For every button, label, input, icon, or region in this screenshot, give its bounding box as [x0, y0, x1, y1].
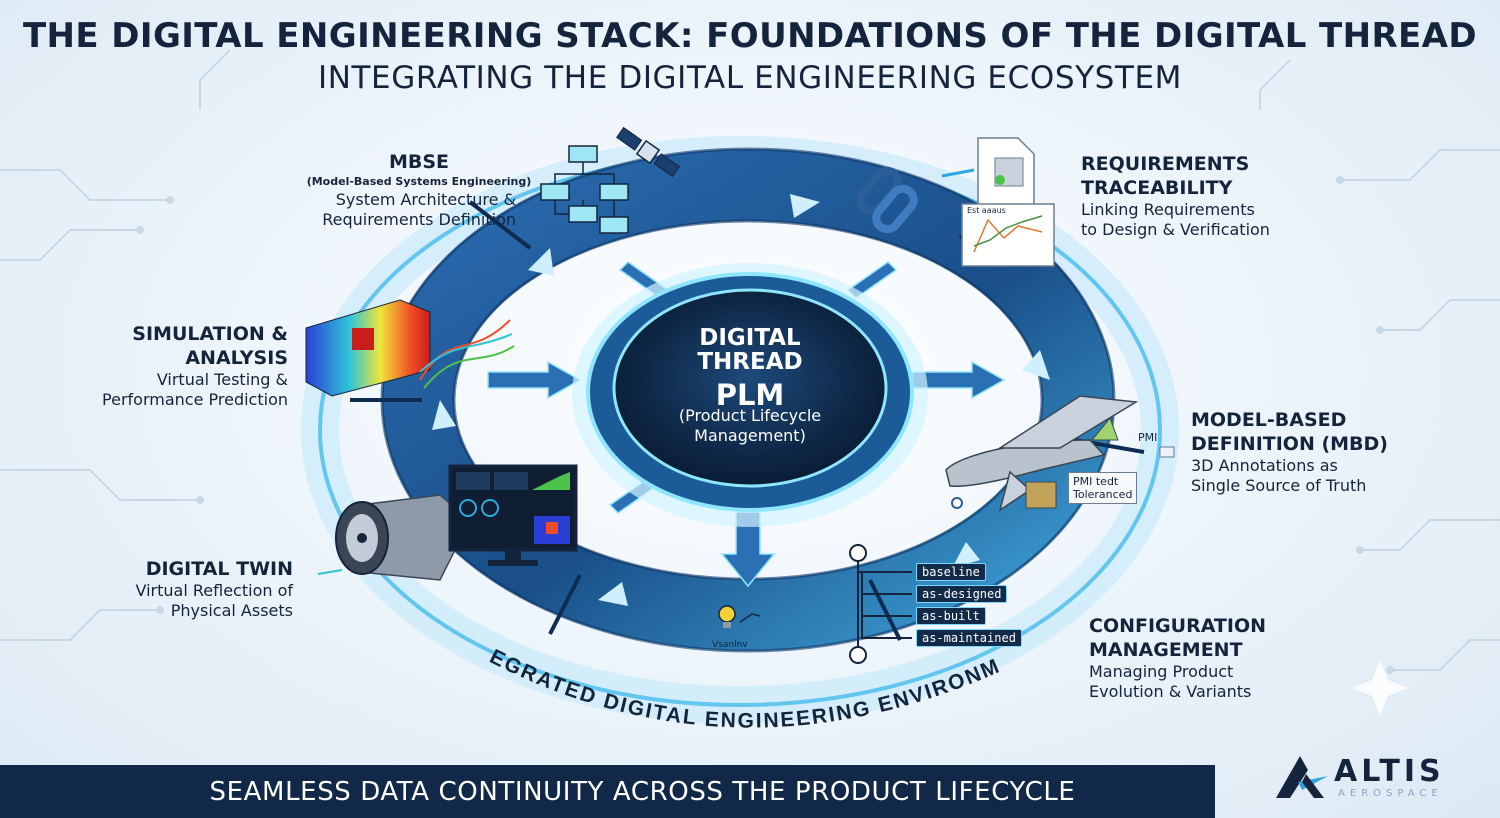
ring-arrow-icon	[598, 582, 628, 606]
mbse-block-diagram-icon	[540, 145, 629, 234]
page-title: THE DIGITAL ENGINEERING STACK: FOUNDATIO…	[22, 16, 1478, 56]
config-state-baseline: baseline	[916, 563, 986, 581]
digital-twin-label: DIGITAL TWIN Virtual Reflection of Physi…	[80, 557, 293, 621]
digital-twin-title: DIGITAL TWIN	[145, 558, 293, 580]
logo-name: ALTIS	[1334, 754, 1445, 789]
center-line-thread: THREAD	[697, 349, 803, 375]
requirements-desc-2: to Design & Verification	[1081, 220, 1270, 239]
mbd-label: MODEL-BASED DEFINITION (MBD) 3D Annotati…	[1191, 408, 1441, 496]
requirements-label: REQUIREMENTS TRACEABILITY Linking Requir…	[1081, 152, 1341, 240]
airplane-model-icon	[945, 395, 1175, 512]
chart-title: Est aaaus	[967, 206, 1006, 215]
mbd-desc-2: Single Source of Truth	[1191, 476, 1367, 495]
lightbulb-label: Vsanlnv	[712, 640, 748, 650]
center-plm: PLM	[715, 378, 785, 412]
configuration-title-2: MANAGEMENT	[1089, 639, 1243, 661]
altis-logo-mark-icon	[1276, 756, 1328, 798]
digital-twin-desc-1: Virtual Reflection of	[135, 581, 293, 600]
configuration-desc-2: Evolution & Variants	[1089, 682, 1252, 701]
mbd-title-2: DEFINITION (MBD)	[1191, 433, 1388, 455]
simulation-desc-2: Performance Prediction	[102, 390, 288, 409]
ring-arrow-icon	[790, 194, 820, 218]
mbse-expansion: (Model-Based Systems Engineering)	[306, 175, 532, 188]
footer-banner: SEAMLESS DATA CONTINUITY ACROSS THE PROD…	[0, 765, 1215, 818]
requirements-desc-1: Linking Requirements	[1081, 200, 1255, 219]
configuration-tree-icon	[849, 544, 912, 664]
mbse-desc-1: System Architecture &	[335, 190, 516, 209]
verification-chart-icon	[961, 203, 1055, 267]
configuration-label: CONFIGURATION MANAGEMENT Managing Produc…	[1089, 614, 1339, 702]
center-plm-expansion: (Product Lifecycle Management)	[640, 406, 860, 446]
configuration-desc-1: Managing Product	[1089, 662, 1234, 681]
simulation-desc-1: Virtual Testing &	[156, 370, 288, 389]
center-line-digital: DIGITAL	[699, 325, 801, 351]
page-subtitle: INTEGRATING THE DIGITAL ENGINEERING ECOS…	[317, 60, 1183, 96]
circuit-node-icon	[951, 497, 963, 509]
pmi-note-line-2: Toleranced	[1073, 488, 1133, 501]
config-state-as-designed: as-designed	[916, 585, 1008, 603]
monitor-dashboard-icon	[448, 464, 578, 566]
mbse-desc-2: Requirements Definition	[322, 210, 516, 229]
ring-arrow-icon	[1022, 350, 1050, 380]
center-title: DIGITAL THREAD	[650, 326, 850, 374]
pmi-note: PMI tedt Toleranced	[1068, 472, 1138, 504]
logo-subtitle: AEROSPACE	[1338, 788, 1443, 799]
chain-link-icon	[856, 166, 918, 234]
mbd-desc-1: 3D Annotations as	[1191, 456, 1338, 475]
jet-engine-icon	[317, 494, 471, 581]
pmi-label: PMI	[1138, 431, 1158, 444]
ring-arrow-icon	[528, 248, 554, 276]
mbd-title-1: MODEL-BASED	[1191, 409, 1347, 431]
flow-streamlines-icon	[419, 319, 515, 389]
requirements-title-1: REQUIREMENTS	[1081, 153, 1250, 175]
pmi-note-line-1: PMI tedt	[1073, 475, 1119, 488]
configuration-title-1: CONFIGURATION	[1089, 615, 1267, 637]
mbse-label: MBSE (Model-Based Systems Engineering) S…	[284, 150, 554, 230]
center-hub	[572, 263, 928, 527]
config-state-as-built: as-built	[916, 607, 986, 625]
simulation-title-2: ANALYSIS	[185, 347, 288, 369]
mbse-title: MBSE	[388, 151, 450, 173]
simulation-title-1: SIMULATION &	[132, 323, 288, 345]
footer-text: SEAMLESS DATA CONTINUITY ACROSS THE PROD…	[209, 776, 1076, 807]
requirements-title-2: TRACEABILITY	[1081, 177, 1233, 199]
satellite-icon	[616, 126, 680, 178]
requirements-document-icon	[941, 137, 1035, 209]
lightbulb-icon	[718, 605, 761, 628]
ring-arrow-icon	[952, 542, 980, 568]
altis-logo: ALTIS AEROSPACE	[1272, 748, 1482, 808]
center-plm-line2: Management)	[694, 426, 806, 445]
simulation-heatmap-icon	[305, 299, 431, 397]
config-state-as-maintained: as-maintained	[916, 629, 1022, 647]
ring-arrow-icon	[432, 400, 456, 430]
center-plm-line1: (Product Lifecycle	[678, 406, 822, 425]
digital-twin-desc-2: Physical Assets	[170, 601, 293, 620]
simulation-label: SIMULATION & ANALYSIS Virtual Testing & …	[60, 322, 288, 410]
arrow-right-icon	[487, 360, 582, 400]
